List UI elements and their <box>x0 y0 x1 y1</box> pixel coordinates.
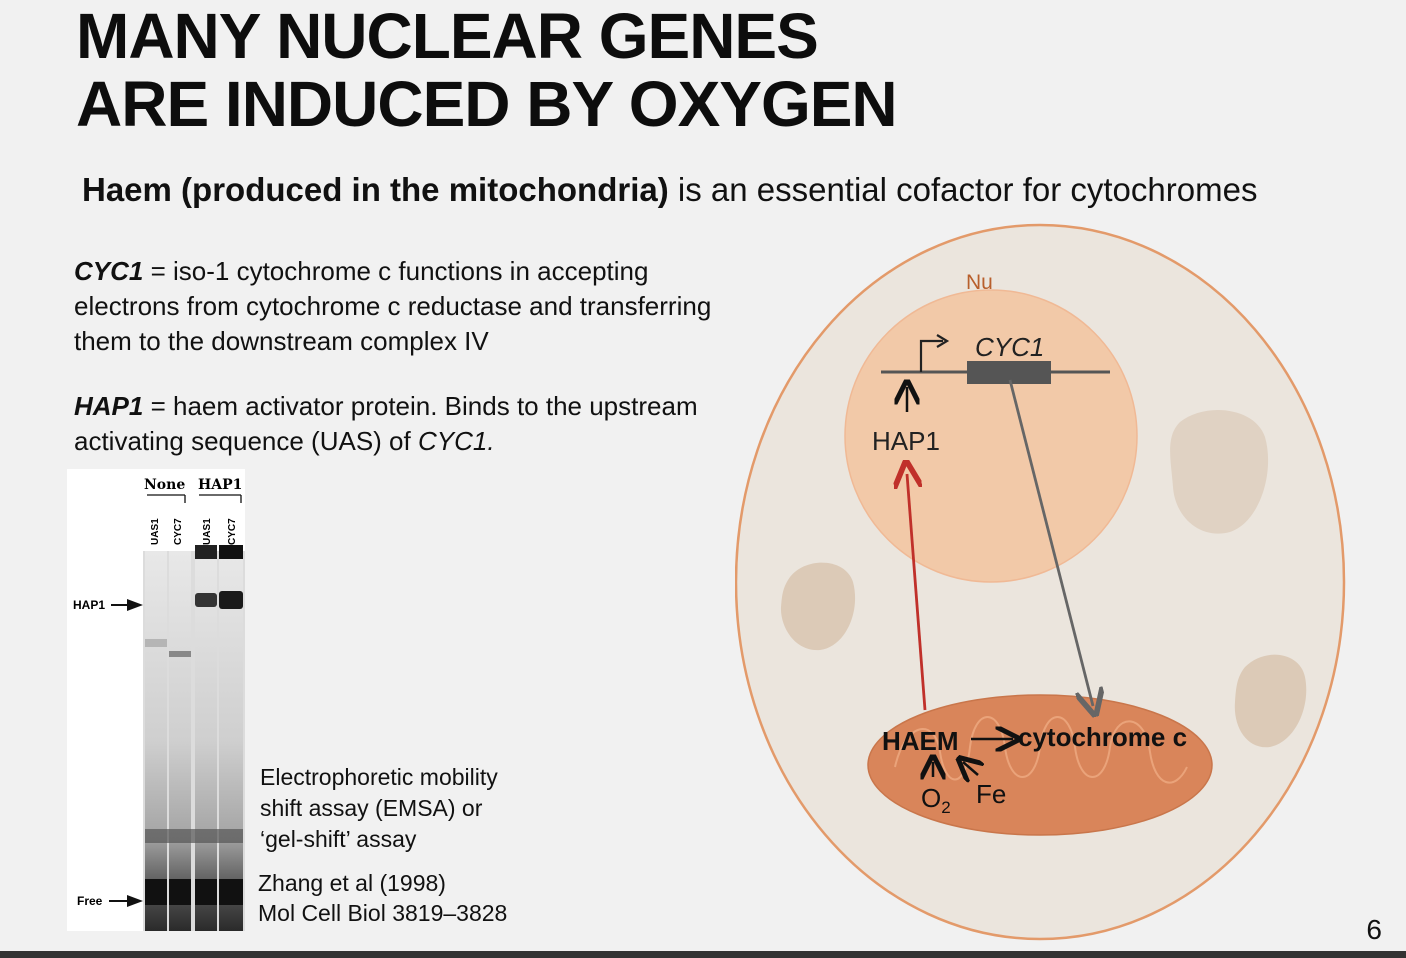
gel-lane-2 <box>169 551 191 931</box>
gel-lane-3-label: UAS1 <box>202 518 213 545</box>
hap1-label: HAP1 <box>872 426 940 456</box>
gel-lane-3 <box>195 551 217 931</box>
gel-marker-hap1-label: HAP1 <box>73 598 105 612</box>
haem-label: HAEM <box>882 726 959 756</box>
haem-to-hap1-arrow-icon <box>907 474 927 711</box>
cyc1-gene-label: CYC1 <box>975 332 1044 362</box>
gel-marker-free-label: Free <box>77 894 103 908</box>
hap1-italic-end: CYC1. <box>417 426 495 456</box>
gel-free-band-4 <box>219 879 243 905</box>
cyc1-term: CYC1 <box>74 256 144 286</box>
gel-lane-4 <box>219 551 243 931</box>
gel-group-none: None <box>144 477 185 493</box>
hap1-definition: HAP1 = haem activator protein. Binds to … <box>74 389 754 459</box>
transcription-start-arrow-icon <box>919 339 943 372</box>
vacuole-blob-3 <box>1234 654 1307 748</box>
gel-shifted-band-uas1 <box>195 593 217 607</box>
nucleus <box>844 289 1138 583</box>
subtitle-bold: Haem (produced in the mitochondria) <box>82 171 669 208</box>
citation-line-1: Zhang et al (1998) <box>258 870 446 896</box>
subtitle-rest: is an essential cofactor for cytochromes <box>668 171 1258 208</box>
slide-title: MANY NUCLEAR GENES ARE INDUCED BY OXYGEN <box>76 0 898 140</box>
vacuole-blob-2 <box>780 562 856 651</box>
mitochondrion-cristae <box>894 716 1188 784</box>
gel-marker-hap1-arrow-icon <box>127 599 143 611</box>
gel-free-band-3 <box>195 879 217 905</box>
cyc1-definition: CYC1 = iso-1 cytochrome c functions in a… <box>74 254 754 359</box>
gel-lane-1 <box>145 551 167 931</box>
gel-group-hap1: HAP1 <box>198 477 242 493</box>
caption-line-2: shift assay (EMSA) or <box>260 795 483 821</box>
emsa-gel-image: None HAP1 UAS1 CYC7 UAS1 CYC7 HAP1 Free <box>67 469 245 931</box>
gene-to-cytochrome-arrow-icon <box>1008 379 1093 706</box>
iron-label: Fe <box>976 779 1006 809</box>
cyc1-text: = iso-1 cytochrome c functions in accept… <box>74 256 712 356</box>
gel-lane-4-label: CYC7 <box>227 518 238 545</box>
hap1-text: = haem activator protein. Binds to the u… <box>74 391 698 456</box>
cyc1-gene-box <box>967 361 1051 384</box>
gel-lane-2-label: CYC7 <box>173 518 184 545</box>
gel-marker-free-arrow-icon <box>127 895 143 907</box>
citation: Zhang et al (1998) Mol Cell Biol 3819–38… <box>258 868 507 928</box>
gel-free-band-1 <box>145 879 167 905</box>
oxygen-label: O2 <box>921 783 951 817</box>
nucleus-label: Nu <box>966 271 993 294</box>
cytochrome-c-label: cytochrome c <box>1018 722 1187 752</box>
slide-subtitle: Haem (produced in the mitochondria) is a… <box>82 170 1257 210</box>
bottom-bar <box>0 951 1406 958</box>
cell-diagram: Nu CYC1 HAP1 HAEM cytochrome c O2 Fe <box>734 222 1355 942</box>
caption-line-3: ‘gel-shift’ assay <box>260 826 417 852</box>
hap1-term: HAP1 <box>74 391 144 421</box>
mitochondrion <box>867 694 1213 836</box>
gel-free-band-2 <box>169 879 191 905</box>
page-number: 6 <box>1366 914 1382 945</box>
caption-line-1: Electrophoretic mobility <box>260 764 498 790</box>
emsa-caption: Electrophoretic mobility shift assay (EM… <box>260 762 498 855</box>
vacuole-blob-1 <box>1170 410 1269 534</box>
gel-shifted-band-cyc7 <box>219 591 243 609</box>
iron-arrow-icon <box>963 762 978 775</box>
gel-lane-1-label: UAS1 <box>150 518 161 545</box>
title-line-2: ARE INDUCED BY OXYGEN <box>76 68 898 140</box>
title-line-1: MANY NUCLEAR GENES <box>76 0 819 72</box>
citation-line-2: Mol Cell Biol 3819–3828 <box>258 900 508 926</box>
